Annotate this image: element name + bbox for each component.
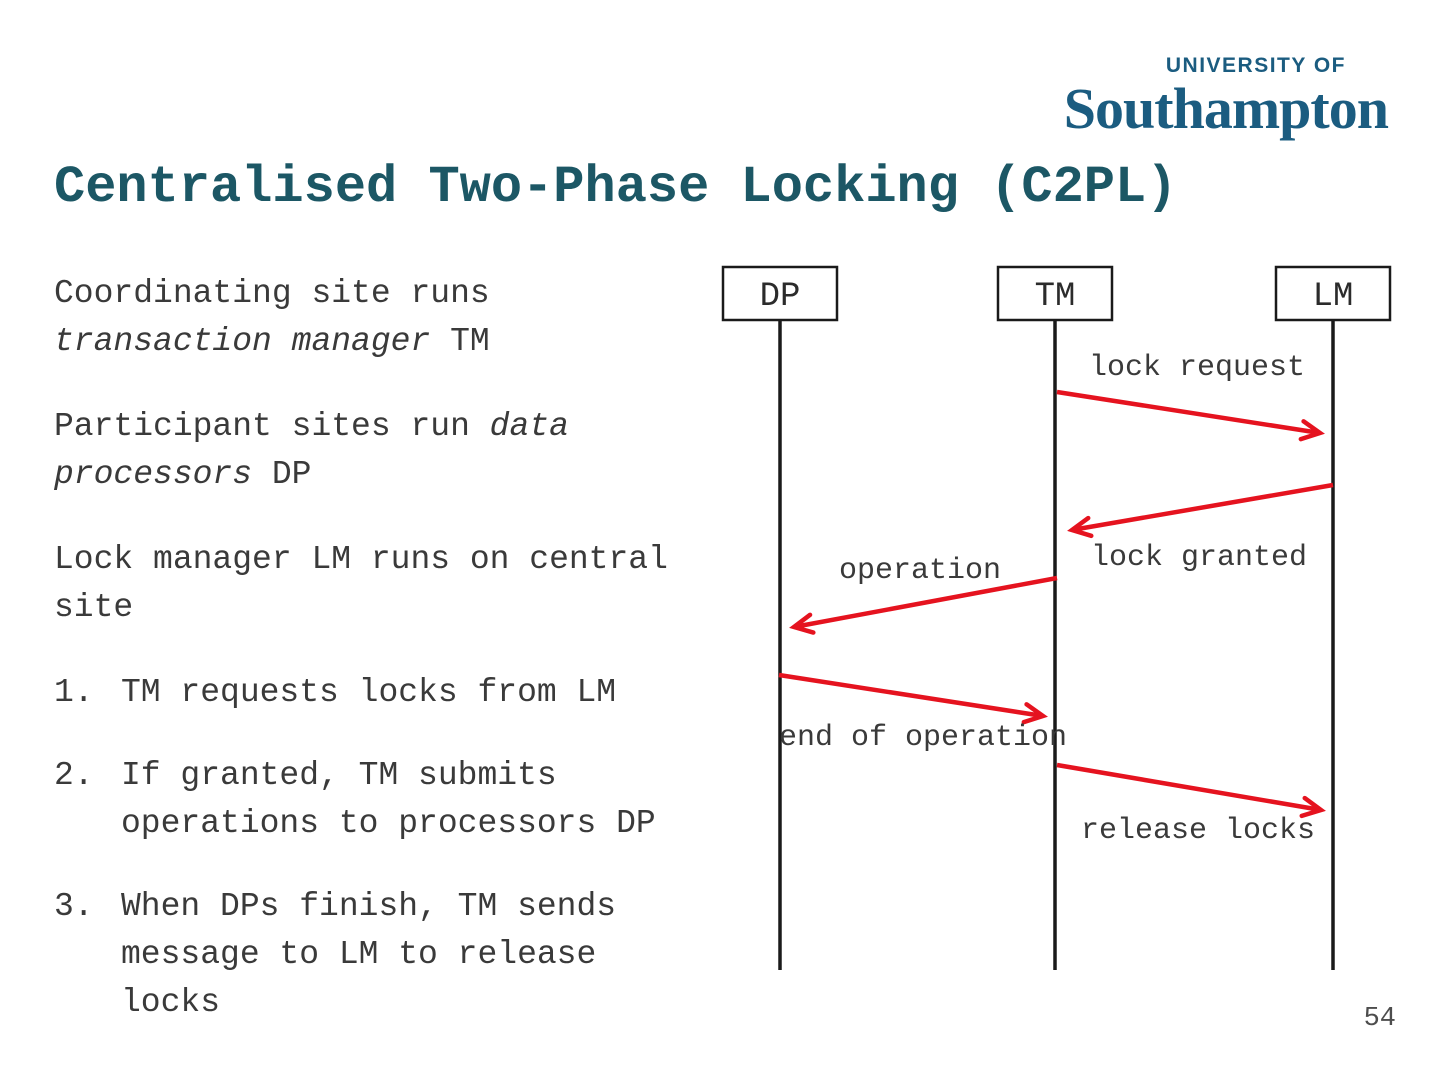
actor-label-lm: LM [1313, 278, 1354, 316]
actor-box-dp [721, 265, 839, 322]
arrow-lock-granted [1067, 482, 1334, 539]
arrow-release-locks [1056, 762, 1326, 819]
text-line: Participant sites run data [54, 408, 569, 445]
text-line: site [54, 589, 134, 626]
paragraph: Coordinating site runs transaction manage… [54, 270, 744, 366]
message-label-lock-request: lock request [1089, 351, 1305, 385]
text-line: Coordinating site runs [54, 275, 490, 312]
arrow-operation [789, 575, 1058, 635]
actor-box-lm [1274, 265, 1392, 322]
list-item-number: 1. [54, 674, 94, 711]
message-label-release-locks: release locks [1081, 814, 1315, 848]
arrow-lock-request [1056, 389, 1325, 442]
body-list: 1. TM requests locks from LM 2. If granted,… [54, 669, 744, 1027]
message-label-lock-granted: lock granted [1091, 541, 1307, 575]
text-line: processors DP [54, 456, 312, 493]
list-item-number: 2. [54, 757, 94, 794]
paragraph: Participant sites run data processors DP [54, 403, 744, 499]
body-text: Coordinating site runs transaction manage… [54, 270, 744, 1062]
page-number: 54 [1363, 1004, 1396, 1034]
body-paragraphs: Coordinating site runs transaction manage… [54, 270, 744, 632]
actor-box-tm [996, 265, 1114, 322]
text-line: transaction manager TM [54, 323, 490, 360]
logo-southampton: Southampton [1063, 76, 1389, 141]
list-item: 1. TM requests locks from LM [54, 669, 744, 717]
paragraph: Lock manager LM runs on central site [54, 536, 744, 632]
actor-label-tm: TM [1035, 278, 1076, 316]
university-logo: UNIVERSITY OF Southampton [1063, 54, 1389, 141]
slide-title: Centralised Two-Phase Locking (C2PL) [54, 158, 1178, 217]
actor-label-dp: DP [760, 278, 801, 316]
list-item-number: 3. [54, 888, 94, 925]
list-item-text: TM requests locks from LM [121, 674, 617, 711]
text-line: Lock manager LM runs on central [54, 541, 668, 578]
message-label-operation: operation [839, 554, 1001, 588]
message-label-end-of-operation: end of operation [779, 721, 1067, 755]
logo-university-of: UNIVERSITY OF [1165, 54, 1346, 77]
arrow-end-of-operation [778, 672, 1048, 725]
